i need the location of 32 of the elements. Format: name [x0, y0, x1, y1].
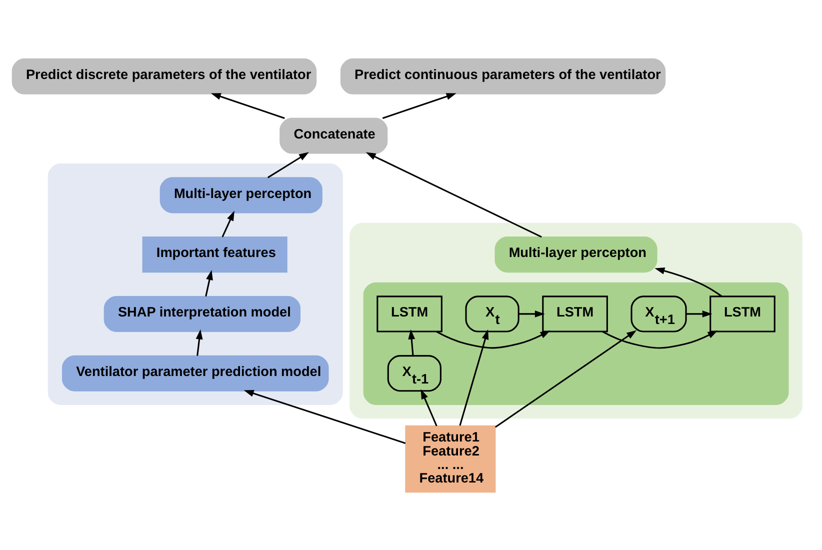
- node-box: Predict continuous parameters of the ventilator: [340, 58, 666, 94]
- node-box: Feature1 Feature2 ... ... Feature14: [405, 424, 496, 492]
- arrow: [196, 328, 203, 356]
- arrow: [267, 152, 309, 178]
- node-box: Multi-layer percepton: [160, 176, 322, 213]
- arrow: [408, 328, 416, 356]
- cluster: [363, 282, 789, 404]
- node-box: LSTM: [376, 295, 442, 332]
- node-box: Ventilator parameter prediction model: [62, 354, 329, 391]
- arrow: [244, 390, 406, 444]
- arrow: [222, 210, 234, 237]
- arrow: [210, 92, 285, 118]
- arrow: [602, 330, 718, 348]
- node-box: Important features: [142, 236, 288, 272]
- arrow: [420, 388, 438, 426]
- node-box: LSTM: [710, 295, 776, 332]
- cluster: [48, 163, 343, 404]
- arrow: [494, 330, 637, 428]
- arrow: [654, 266, 722, 296]
- node-box: Multi-layer percepton: [494, 236, 658, 272]
- arrow: [366, 152, 542, 238]
- arrow: [382, 92, 456, 118]
- node-box: SHAP interpretation model: [104, 295, 300, 332]
- arrow: [459, 328, 489, 426]
- cluster: [350, 222, 802, 418]
- arrow: [205, 270, 213, 296]
- arrow: [436, 330, 550, 348]
- arrow: [686, 310, 712, 317]
- node-box: Predict discrete parameters of the ventilator: [12, 58, 317, 94]
- node-box: Concatenate: [280, 117, 388, 154]
- node-box: LSTM: [542, 295, 608, 332]
- arrow: [518, 310, 545, 317]
